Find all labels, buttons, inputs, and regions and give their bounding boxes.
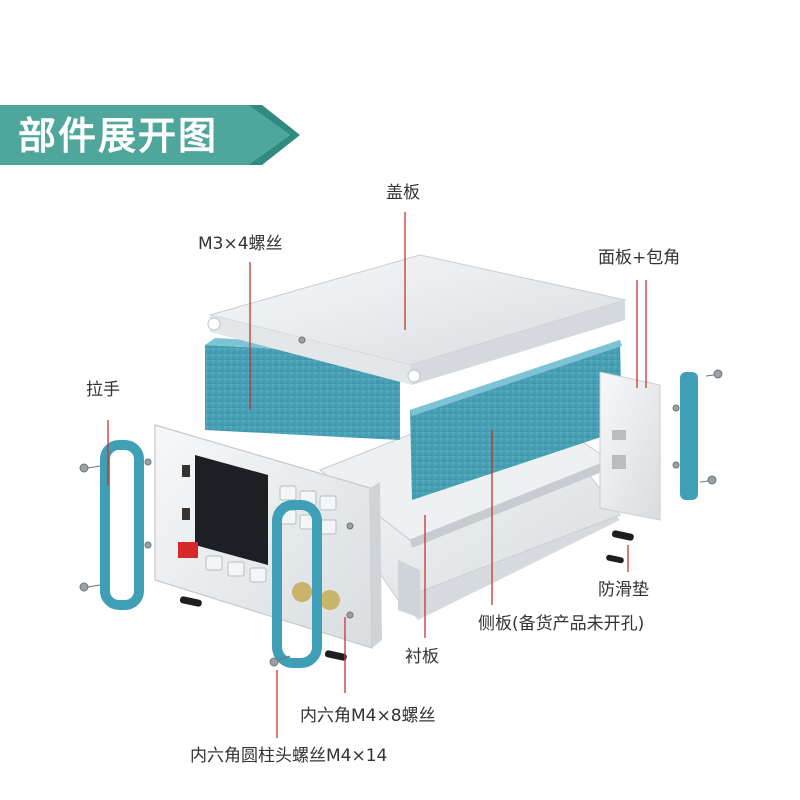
front-handle [272, 500, 322, 668]
screws [79, 336, 723, 667]
label-side-panel: 侧板(备货产品未开孔) [478, 614, 645, 634]
title-banner [0, 105, 300, 165]
page-title: 部件展开图 [18, 114, 219, 158]
label-cover: 盖板 [386, 183, 420, 203]
label-hex-m4x8: 内六角M4×8螺丝 [300, 706, 436, 726]
label-handle: 拉手 [86, 380, 120, 400]
label-m3-screw: M3×4螺丝 [198, 234, 283, 254]
top-cover [207, 254, 627, 385]
label-hex-m4x14: 内六角圆柱头螺丝M4×14 [190, 746, 388, 766]
rear-panel [599, 371, 661, 521]
label-anti-slip-foot: 防滑垫 [598, 580, 649, 600]
right-side-panel [410, 340, 622, 500]
label-panel: 面板+包角 [598, 248, 681, 268]
pointer-lines [107, 212, 647, 738]
anti-slip-feet [179, 530, 634, 661]
rear-handle [680, 372, 698, 500]
label-liner: 衬板 [405, 647, 439, 667]
left-handle [100, 440, 144, 610]
